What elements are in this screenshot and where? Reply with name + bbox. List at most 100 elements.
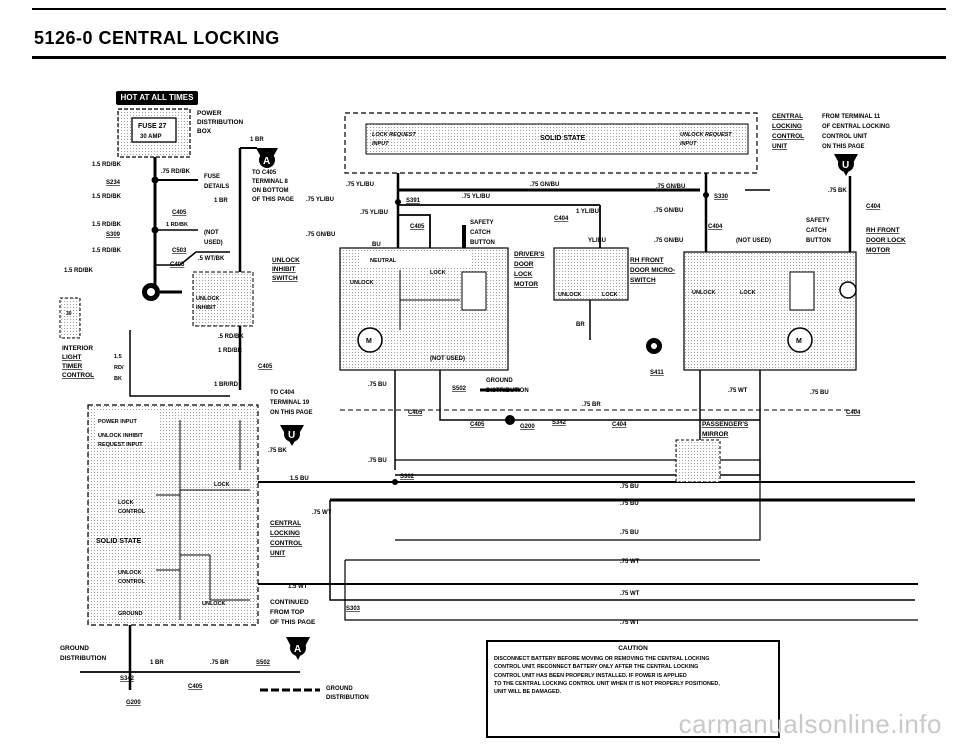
splice-s391 [395, 199, 401, 205]
c405-label-3: C405 [258, 364, 273, 370]
passenger-mirror-2: MIRROR [702, 431, 729, 438]
solid-state-left: SOLID STATE [96, 538, 142, 545]
c405-bottom: C405 [188, 684, 203, 690]
clcu-internal-wires [156, 420, 250, 620]
s330-label: S330 [714, 194, 729, 200]
from-terminal-4: ON THIS PAGE [822, 144, 865, 150]
motor-m-left: M [366, 338, 372, 345]
br-lbl-rh: BR [576, 322, 585, 328]
lock-rh-label: LOCK [602, 292, 618, 298]
driver-door-3: LOCK [514, 271, 533, 278]
ground-dist-mid-1: GROUND [486, 378, 513, 384]
wire-75-bu-1: .75 BU [620, 484, 639, 490]
s342-bottom: S342 [120, 676, 135, 682]
lock-control-2: CONTROL [118, 509, 146, 515]
lock-request-1: LOCK REQUEST [372, 132, 416, 138]
safety-rh-2: CATCH [806, 228, 827, 234]
rh-motor-2: DOOR LOCK [866, 237, 906, 244]
ground-dist-mid-2: DISTRIBUTION [486, 388, 529, 394]
svg-text:U: U [288, 430, 295, 441]
s391-label: S391 [406, 198, 421, 204]
continued-3: OF THIS PAGE [270, 619, 316, 626]
wire-75-bk-mid: .75 BK [268, 448, 287, 454]
wire-15-wt: 1.5 WT [288, 584, 308, 590]
wire-gn-bu-3: .75 GN/BU [654, 208, 683, 214]
to-c405-1: TO C405 [252, 170, 277, 176]
g200-bottom: G200 [126, 700, 141, 706]
safety-catch-2: CATCH [470, 230, 491, 236]
svg-text:A: A [294, 644, 301, 655]
s411-label: S411 [650, 370, 664, 376]
c405-label-2: C405 [170, 262, 185, 268]
fuse-details-1: FUSE [204, 174, 220, 180]
splice-s303-label: S303 [346, 606, 361, 612]
rh-front-door-micro-switch [553, 247, 662, 354]
wire-rd-bk-1: 1.5 RD/BK [92, 162, 122, 168]
uis-title-3: SWITCH [272, 275, 298, 282]
bus-wires [258, 459, 918, 621]
wire-bu-3: BU [372, 242, 381, 248]
unlock-inhibit-switch [192, 271, 254, 327]
continued-1: CONTINUED [270, 599, 309, 606]
driver-door-1: DRIVER'S [514, 251, 545, 258]
wire-75-bu-rh: .75 BU [810, 390, 829, 396]
rh-front-door-lock-motor [683, 251, 857, 371]
wire-rd-bk-5: 1.5 RD/BK [92, 248, 122, 254]
safety-catch-button-icon [462, 225, 466, 250]
caution-line: CONTROL UNIT. RECONNECT BATTERY ONLY AFT… [494, 664, 699, 671]
ground-inner: GROUND [118, 611, 142, 617]
from-terminal-1: FROM TERMINAL 11 [822, 114, 881, 120]
interior-light-2: LIGHT [62, 354, 82, 361]
top-clcu-1: CENTRAL [772, 113, 803, 120]
mid-wires [340, 370, 860, 480]
wire-75br-bottom: .75 BR [210, 660, 229, 666]
wire-gn-bu-5: .75 GN/BU [654, 238, 683, 244]
wire-15-rd-bk: 1.5 [114, 354, 122, 360]
not-used-1: (NOT [204, 230, 219, 236]
solid-state-top: SOLID STATE [540, 135, 586, 142]
wire-1-rd-br: 1 RD/BR [218, 348, 243, 354]
fuse-label: FUSE 27 [138, 123, 167, 130]
not-used-rh: (NOT USED) [736, 238, 771, 244]
pdb-label-2: DISTRIBUTION [197, 119, 244, 126]
unlock-inner: UNLOCK [202, 601, 226, 607]
rh-motor-3: MOTOR [866, 247, 890, 254]
wire-1br-top: 1 BR [250, 137, 264, 143]
wire-75-bu-mid: .75 BU [368, 382, 387, 388]
uis-title-1: UNLOCK [272, 257, 300, 264]
wire-rd-bk-2: .75 RD/BK [161, 169, 191, 175]
power-input-label: POWER INPUT [98, 419, 137, 425]
wire-rd: RD/ [114, 365, 124, 371]
wire-75-wt-rh: .75 WT [728, 388, 748, 394]
connector-u-mid: U [280, 425, 304, 446]
driver-door-wires [396, 173, 852, 252]
unlock-request-2: INPUT [680, 141, 697, 147]
caution-line: DISCONNECT BATTERY BEFORE MOVING OR REMO… [494, 656, 710, 663]
rh-micro-3: SWITCH [630, 277, 656, 284]
rh-motor-1: RH FRONT [866, 227, 900, 234]
fuse-rating-label: 30 AMP [140, 134, 161, 140]
driver-door-4: MOTOR [514, 281, 538, 288]
safety-rh-3: BUTTON [806, 238, 831, 244]
wire-75-wt-1: .75 WT [620, 559, 640, 565]
c404-mid: C404 [612, 422, 627, 428]
ground-dist-b1: GROUND [326, 686, 353, 692]
rh-micro-2: DOOR MICRO- [630, 267, 675, 274]
lock-inner: LOCK [214, 482, 230, 488]
wire-yl-bu-4: .75 YL/BU [462, 194, 490, 200]
power-distribution-box [117, 108, 191, 158]
unlock-rh2-label: UNLOCK [692, 290, 716, 296]
continued-2: FROM TOP [270, 609, 305, 616]
svg-text:A: A [263, 156, 270, 167]
s502-mid: S502 [452, 386, 467, 392]
passenger-mirror-1: PASSENGER'S [702, 421, 749, 428]
wire-1br-rd-bk: 1 RD/BK [166, 222, 188, 228]
caution-line: UNIT WILL BE DAMAGED. [494, 689, 561, 696]
wire-yl-bu-3: .75 YL/BU [360, 210, 388, 216]
wire-5-rd-bk: .5 RD/BK [218, 334, 244, 340]
interior-light-timer-box [59, 297, 81, 339]
ignition-key-icon [142, 283, 182, 301]
lock-dd-label: LOCK [430, 270, 446, 276]
connector-u-top: U [834, 154, 858, 176]
c404-rh-label: C404 [866, 204, 881, 210]
